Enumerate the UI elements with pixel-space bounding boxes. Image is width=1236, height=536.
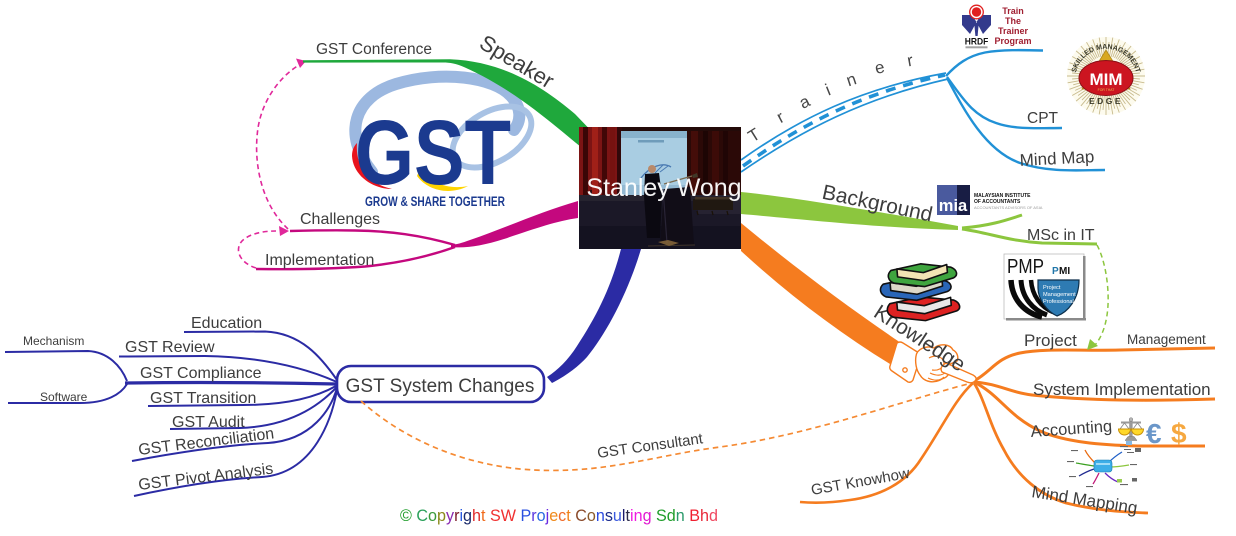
- svg-text:Implementation: Implementation: [265, 252, 374, 269]
- svg-text:Management: Management: [1043, 292, 1076, 298]
- svg-text:mia: mia: [939, 197, 968, 215]
- svg-text:Train: Train: [1002, 6, 1024, 16]
- svg-text:Project: Project: [1024, 331, 1077, 350]
- svg-text:OF ACCOUNTANTS: OF ACCOUNTANTS: [974, 199, 1021, 205]
- svg-text:Mechanism: Mechanism: [23, 334, 84, 348]
- svg-text:Mind Map: Mind Map: [1019, 147, 1095, 170]
- svg-text:Project: Project: [1043, 285, 1061, 291]
- svg-text:Stanley Wong: Stanley Wong: [586, 174, 741, 202]
- svg-text:T: T: [745, 125, 764, 147]
- svg-text:GST Knowhow: GST Knowhow: [810, 465, 911, 499]
- svg-text:HRDF: HRDF: [965, 37, 989, 48]
- svg-text:System Implementation: System Implementation: [1033, 380, 1211, 399]
- svg-text:P: P: [1052, 266, 1059, 277]
- svg-text:Challenges: Challenges: [300, 211, 380, 228]
- svg-text:MSc in IT: MSc in IT: [1027, 227, 1095, 244]
- svg-text:a: a: [796, 91, 813, 112]
- svg-text:i: i: [823, 80, 834, 99]
- svg-text:MI: MI: [1059, 266, 1070, 277]
- svg-text:r: r: [773, 107, 787, 127]
- svg-text:Management: Management: [1127, 332, 1206, 347]
- svg-text:CPT: CPT: [1027, 110, 1059, 127]
- svg-text:€: €: [1146, 418, 1162, 449]
- svg-text:EDGE: EDGE: [1089, 96, 1123, 106]
- svg-text:GST Consultant: GST Consultant: [596, 430, 705, 462]
- svg-text:PMP: PMP: [1007, 256, 1044, 278]
- svg-text:Program: Program: [994, 36, 1031, 46]
- svg-text:n: n: [844, 69, 859, 90]
- svg-text:FOR THAT: FOR THAT: [1098, 88, 1115, 92]
- svg-text:GST Pivot Analysis: GST Pivot Analysis: [137, 461, 274, 494]
- svg-text:© Copyright SW Project Consult: © Copyright SW Project Consulting Sdn Bh…: [400, 506, 718, 525]
- svg-text:Software: Software: [40, 390, 88, 404]
- svg-text:Mind Mapping: Mind Mapping: [1030, 482, 1138, 517]
- svg-text:e: e: [873, 57, 887, 78]
- svg-text:The: The: [1005, 16, 1021, 26]
- svg-text:Accounting: Accounting: [1030, 417, 1113, 441]
- svg-text:Education: Education: [191, 315, 262, 332]
- svg-text:Trainer: Trainer: [998, 26, 1029, 36]
- svg-text:MIM: MIM: [1089, 70, 1122, 89]
- svg-text:GST Compliance: GST Compliance: [140, 365, 262, 382]
- svg-text:ACCOUNTANTS ADVISORS OF ASIA: ACCOUNTANTS ADVISORS OF ASIA: [974, 205, 1043, 210]
- svg-text:GST: GST: [355, 102, 511, 204]
- svg-text:MALAYSIAN INSTITUTE: MALAYSIAN INSTITUTE: [974, 193, 1031, 199]
- svg-text:GROW & SHARE TOGETHER: GROW & SHARE TOGETHER: [365, 194, 505, 209]
- svg-text:GST Transition: GST Transition: [150, 390, 256, 407]
- svg-text:GST Review: GST Review: [125, 339, 215, 356]
- svg-text:GST Audit: GST Audit: [172, 414, 245, 431]
- svg-text:r: r: [906, 51, 915, 71]
- svg-text:GST System Changes: GST System Changes: [346, 376, 535, 397]
- svg-text:GST Conference: GST Conference: [316, 41, 432, 58]
- svg-text:$: $: [1171, 418, 1187, 449]
- svg-text:Professional: Professional: [1043, 299, 1074, 305]
